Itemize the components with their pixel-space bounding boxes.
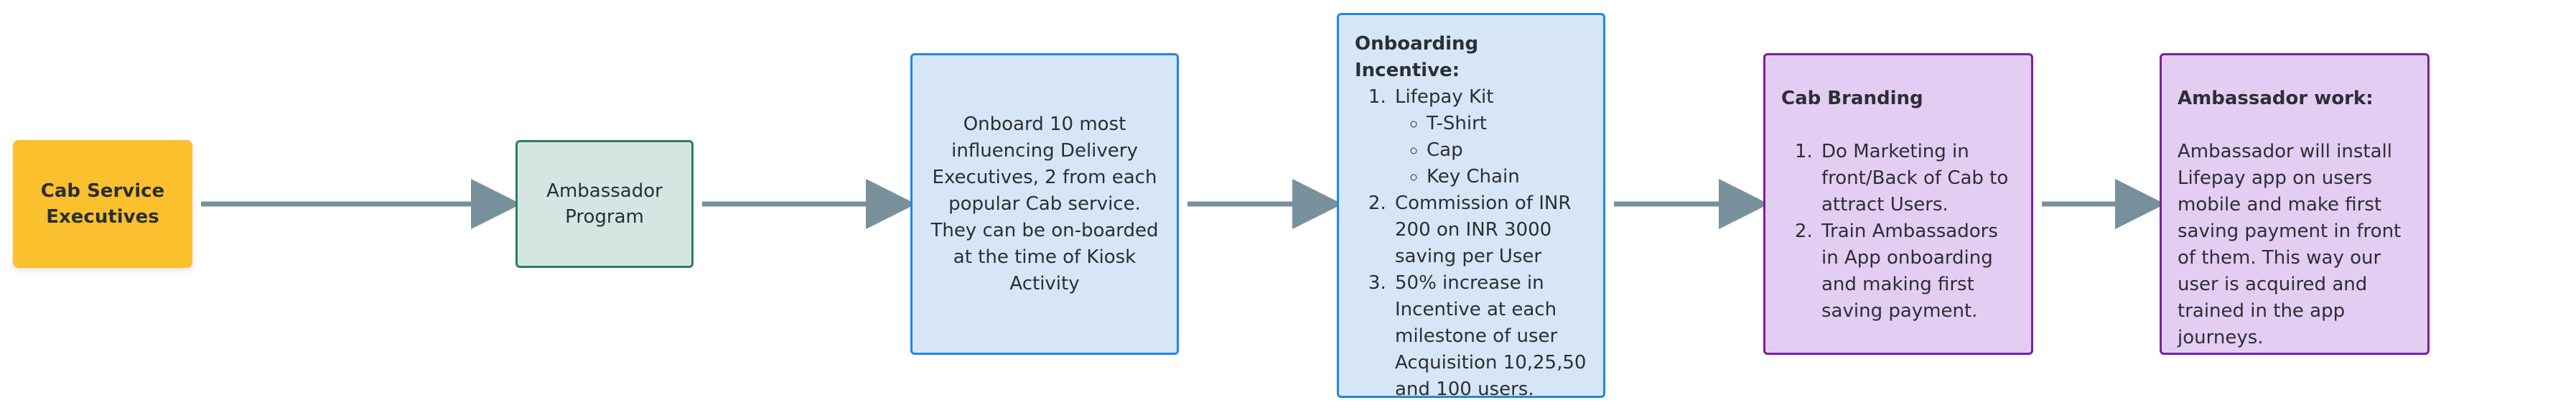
node-title: Onboarding Incentive: [1355, 33, 1479, 81]
node-onboarding-incentive: Onboarding Incentive: Lifepay Kit T-Shir… [1337, 13, 1605, 400]
branding-list: Do Marketing in front/Back of Cab to att… [1781, 139, 2015, 325]
list-item: Commission of INR 200 on INR 3000 saving… [1392, 190, 1587, 270]
list-item: Train Ambassadors in App onboarding and … [1819, 218, 2015, 325]
list-item: Do Marketing in front/Back of Cab to att… [1819, 139, 2015, 218]
list-item: Cap [1427, 137, 1587, 164]
kit-list: T-Shirt Cap Key Chain [1395, 111, 1587, 190]
node-cab-branding: Cab Branding Do Marketing in front/Back … [1763, 53, 2033, 355]
list-item: T-Shirt [1427, 111, 1587, 137]
node-label: Ambassador Program [546, 180, 663, 228]
list-item: 50% increase in Incentive at each milest… [1392, 270, 1587, 403]
node-title: Cab Branding [1781, 88, 1923, 109]
node-label: Cab Service Executives [40, 180, 165, 228]
list-item: Key Chain [1427, 164, 1587, 190]
node-text: Onboard 10 most influencing Delivery Exe… [930, 113, 1159, 295]
node-cab-service-executives: Cab Service Executives [13, 140, 192, 268]
node-title: Ambassador work: [2178, 88, 2374, 109]
node-ambassador-work: Ambassador work: Ambassador will install… [2160, 53, 2430, 355]
node-ambassador-program: Ambassador Program [515, 140, 694, 268]
list-item-text: Lifepay Kit [1395, 86, 1494, 108]
list-item: Lifepay Kit T-Shirt Cap Key Chain [1392, 84, 1587, 190]
incentive-list: Lifepay Kit T-Shirt Cap Key Chain Commis… [1355, 84, 1587, 403]
node-onboard-executives: Onboard 10 most influencing Delivery Exe… [910, 53, 1179, 355]
node-text: Ambassador will install Lifepay app on u… [2178, 141, 2402, 348]
